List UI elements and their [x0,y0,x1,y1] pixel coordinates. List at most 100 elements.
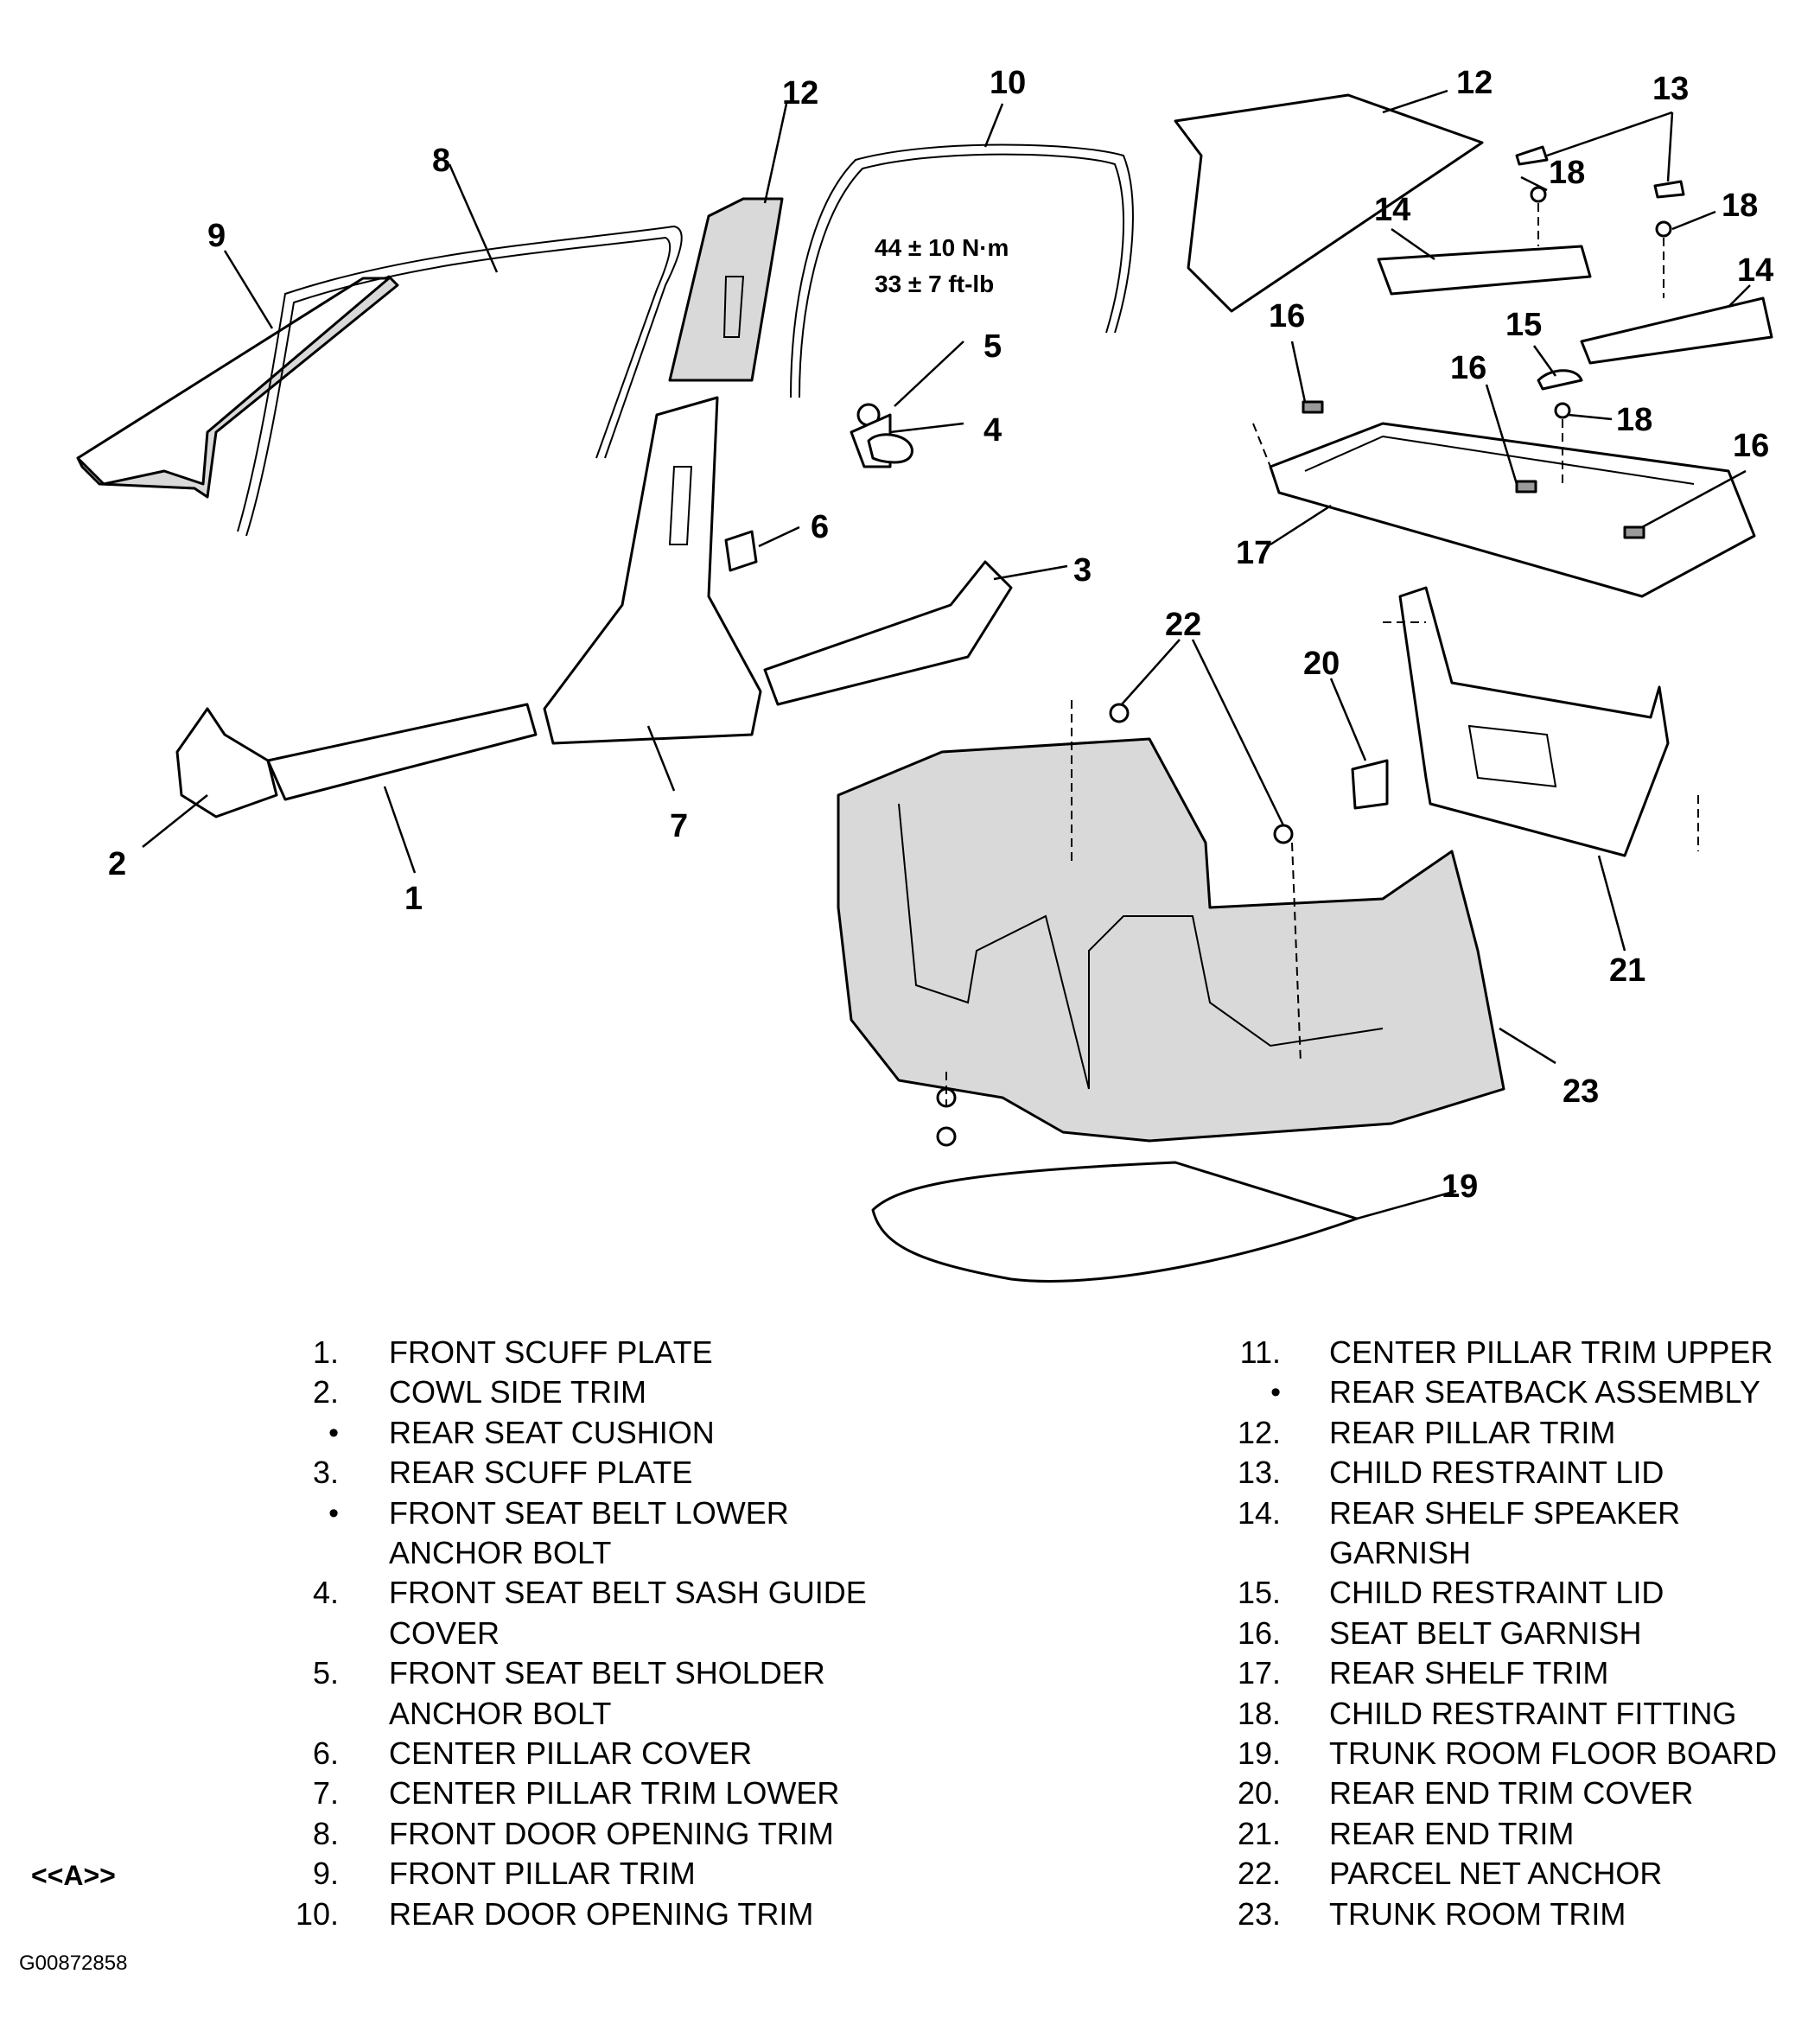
legend-text: FRONT SEAT BELT SASH GUIDE [389,1575,867,1611]
callout-12-upper: 12 [782,75,818,111]
legend-text: ANCHOR BOLT [389,1695,612,1731]
callout-9: 9 [207,218,226,254]
callout-7: 7 [670,808,688,844]
legend-number: 19. [1237,1735,1281,1772]
front-pillar-trim [76,275,399,499]
legend-row: GARNISH [1210,1533,1777,1573]
leader-lines [142,89,1751,1220]
callout-16-c: 16 [1733,428,1769,464]
callout-numbers: 1 2 3 4 5 6 7 8 9 10 12 12 13 14 14 15 1… [108,65,1773,1205]
legend-text: REAR SCUFF PLATE [389,1455,693,1491]
legend-text: PARCEL NET ANCHOR [1329,1856,1663,1892]
legend-row: 19.TRUNK ROOM FLOOR BOARD [1210,1734,1777,1773]
legend-number: 7. [312,1775,339,1812]
legend-number: 10. [295,1895,339,1932]
view-label: <<A>> [31,1860,116,1891]
cowl-side-trim [175,707,278,818]
legend-row: ANCHOR BOLT [277,1533,867,1573]
legend-text: REAR SEAT CUSHION [389,1414,715,1450]
center-pillar-trim-lower [543,396,762,745]
callout-5: 5 [983,328,1002,365]
legend-number: 2. [312,1374,339,1410]
legend-text: FRONT PILLAR TRIM [389,1856,696,1892]
legend-row: 8.FRONT DOOR OPENING TRIM [277,1814,867,1854]
legend-row: 18. CHILD RESTRAINT FITTING [1210,1694,1777,1734]
rear-shelf-trim [1269,422,1756,598]
legend-row: COVER [277,1614,867,1653]
legend-number: 8. [312,1815,339,1851]
callout-15: 15 [1505,307,1542,343]
legend-text: SEAT BELT GARNISH [1329,1614,1642,1651]
legend-text: REAR DOOR OPENING TRIM [389,1895,814,1932]
torque-spec: 44 ± 10 N·m 33 ± 7 ft-lb [875,234,1009,297]
legend-text: REAR END TRIM COVER [1329,1775,1694,1812]
legend-row: •REAR SEAT CUSHION [277,1413,867,1453]
legend-row: 5.FRONT SEAT BELT SHOLDER [277,1653,867,1693]
callout-10: 10 [990,65,1026,101]
callout-22: 22 [1165,607,1201,643]
legend-number: 6. [312,1735,339,1772]
front-scuff-plate [266,703,538,801]
legend-row: 1.FRONT SCUFF PLATE [277,1333,867,1372]
legend-text: REAR END TRIM [1329,1815,1575,1851]
callout-13: 13 [1652,71,1689,107]
legend-text: ANCHOR BOLT [389,1535,612,1571]
legend-number: 4. [312,1575,339,1611]
callout-18-a: 18 [1549,155,1585,191]
rear-door-opening-trim [790,143,1134,398]
legend-row: 20. REAR END TRIM COVER [1210,1773,1777,1813]
legend-number: • [1270,1376,1281,1410]
legend-row: 3.REAR SCUFF PLATE [277,1453,867,1493]
callout-12-rear-pillar: 12 [1456,65,1493,101]
legend-number [277,1694,346,1734]
legend-row: 4. FRONT SEAT BELT SASH GUIDE [277,1573,867,1613]
callout-2: 2 [108,846,126,882]
legend-text: REAR SHELF TRIM [1329,1655,1609,1691]
legend-text: CHILD RESTRAINT FITTING [1329,1695,1737,1731]
callout-20: 20 [1303,646,1340,682]
legend-number: 22. [1237,1856,1281,1892]
rear-pillar-trim [1174,93,1484,313]
rear-scuff-plate [763,560,1013,706]
legend-number: 5. [312,1655,339,1691]
legend-row: •FRONT SEAT BELT LOWER [277,1493,867,1533]
legend-number: 13. [1237,1455,1281,1491]
parcel-net-anchors [936,703,1294,1147]
callout-4: 4 [983,412,1002,449]
legend-text: COWL SIDE TRIM [389,1374,647,1410]
legend-text: COVER [389,1614,500,1651]
legend-row: 22. PARCEL NET ANCHOR [1210,1854,1777,1894]
legend-row: 10. REAR DOOR OPENING TRIM [277,1894,867,1934]
center-pillar-trim-upper [668,197,784,382]
legend-number: 23. [1237,1895,1281,1932]
child-restraint-lids [1515,145,1685,199]
trunk-room-floor-board [871,1161,1359,1283]
callout-18-b: 18 [1722,188,1758,224]
rear-shelf-speaker-garnish-right [1580,296,1773,365]
callout-21: 21 [1609,952,1645,989]
callout-14-right: 14 [1737,252,1773,289]
sash-guide-cover [867,433,913,464]
callout-16-a: 16 [1269,298,1305,334]
legend-text: CENTER PILLAR TRIM LOWER [389,1775,840,1812]
seat-belt-garnishes [1302,400,1645,539]
center-pillar-cover [724,530,758,572]
legend-text: REAR SHELF SPEAKER [1329,1494,1681,1531]
legend-number: 12. [1237,1414,1281,1450]
legend-number: 18. [1237,1695,1281,1731]
callout-1: 1 [404,881,423,917]
legend-row: 11.CENTER PILLAR TRIM UPPER [1210,1333,1777,1372]
legend-row: 7. CENTER PILLAR TRIM LOWER [277,1773,867,1813]
legend-number: 1. [312,1334,339,1370]
legend-number: 20. [1237,1775,1281,1812]
parts-legend-right: 11.CENTER PILLAR TRIM UPPER•REAR SEATBAC… [1210,1333,1777,1934]
figure-id: G00872858 [19,1952,128,1975]
legend-number: 14. [1237,1494,1281,1531]
legend-text: REAR PILLAR TRIM [1329,1414,1616,1450]
callout-8: 8 [432,143,450,179]
legend-row: •REAR SEATBACK ASSEMBLY [1210,1372,1777,1412]
legend-row: 16.SEAT BELT GARNISH [1210,1614,1777,1653]
exploded-parts-diagram: 44 ± 10 N·m 33 ± 7 ft-lb 1 2 3 4 5 6 7 8… [76,65,1773,1283]
legend-number: • [328,1496,339,1530]
front-door-opening-trim [237,225,683,537]
